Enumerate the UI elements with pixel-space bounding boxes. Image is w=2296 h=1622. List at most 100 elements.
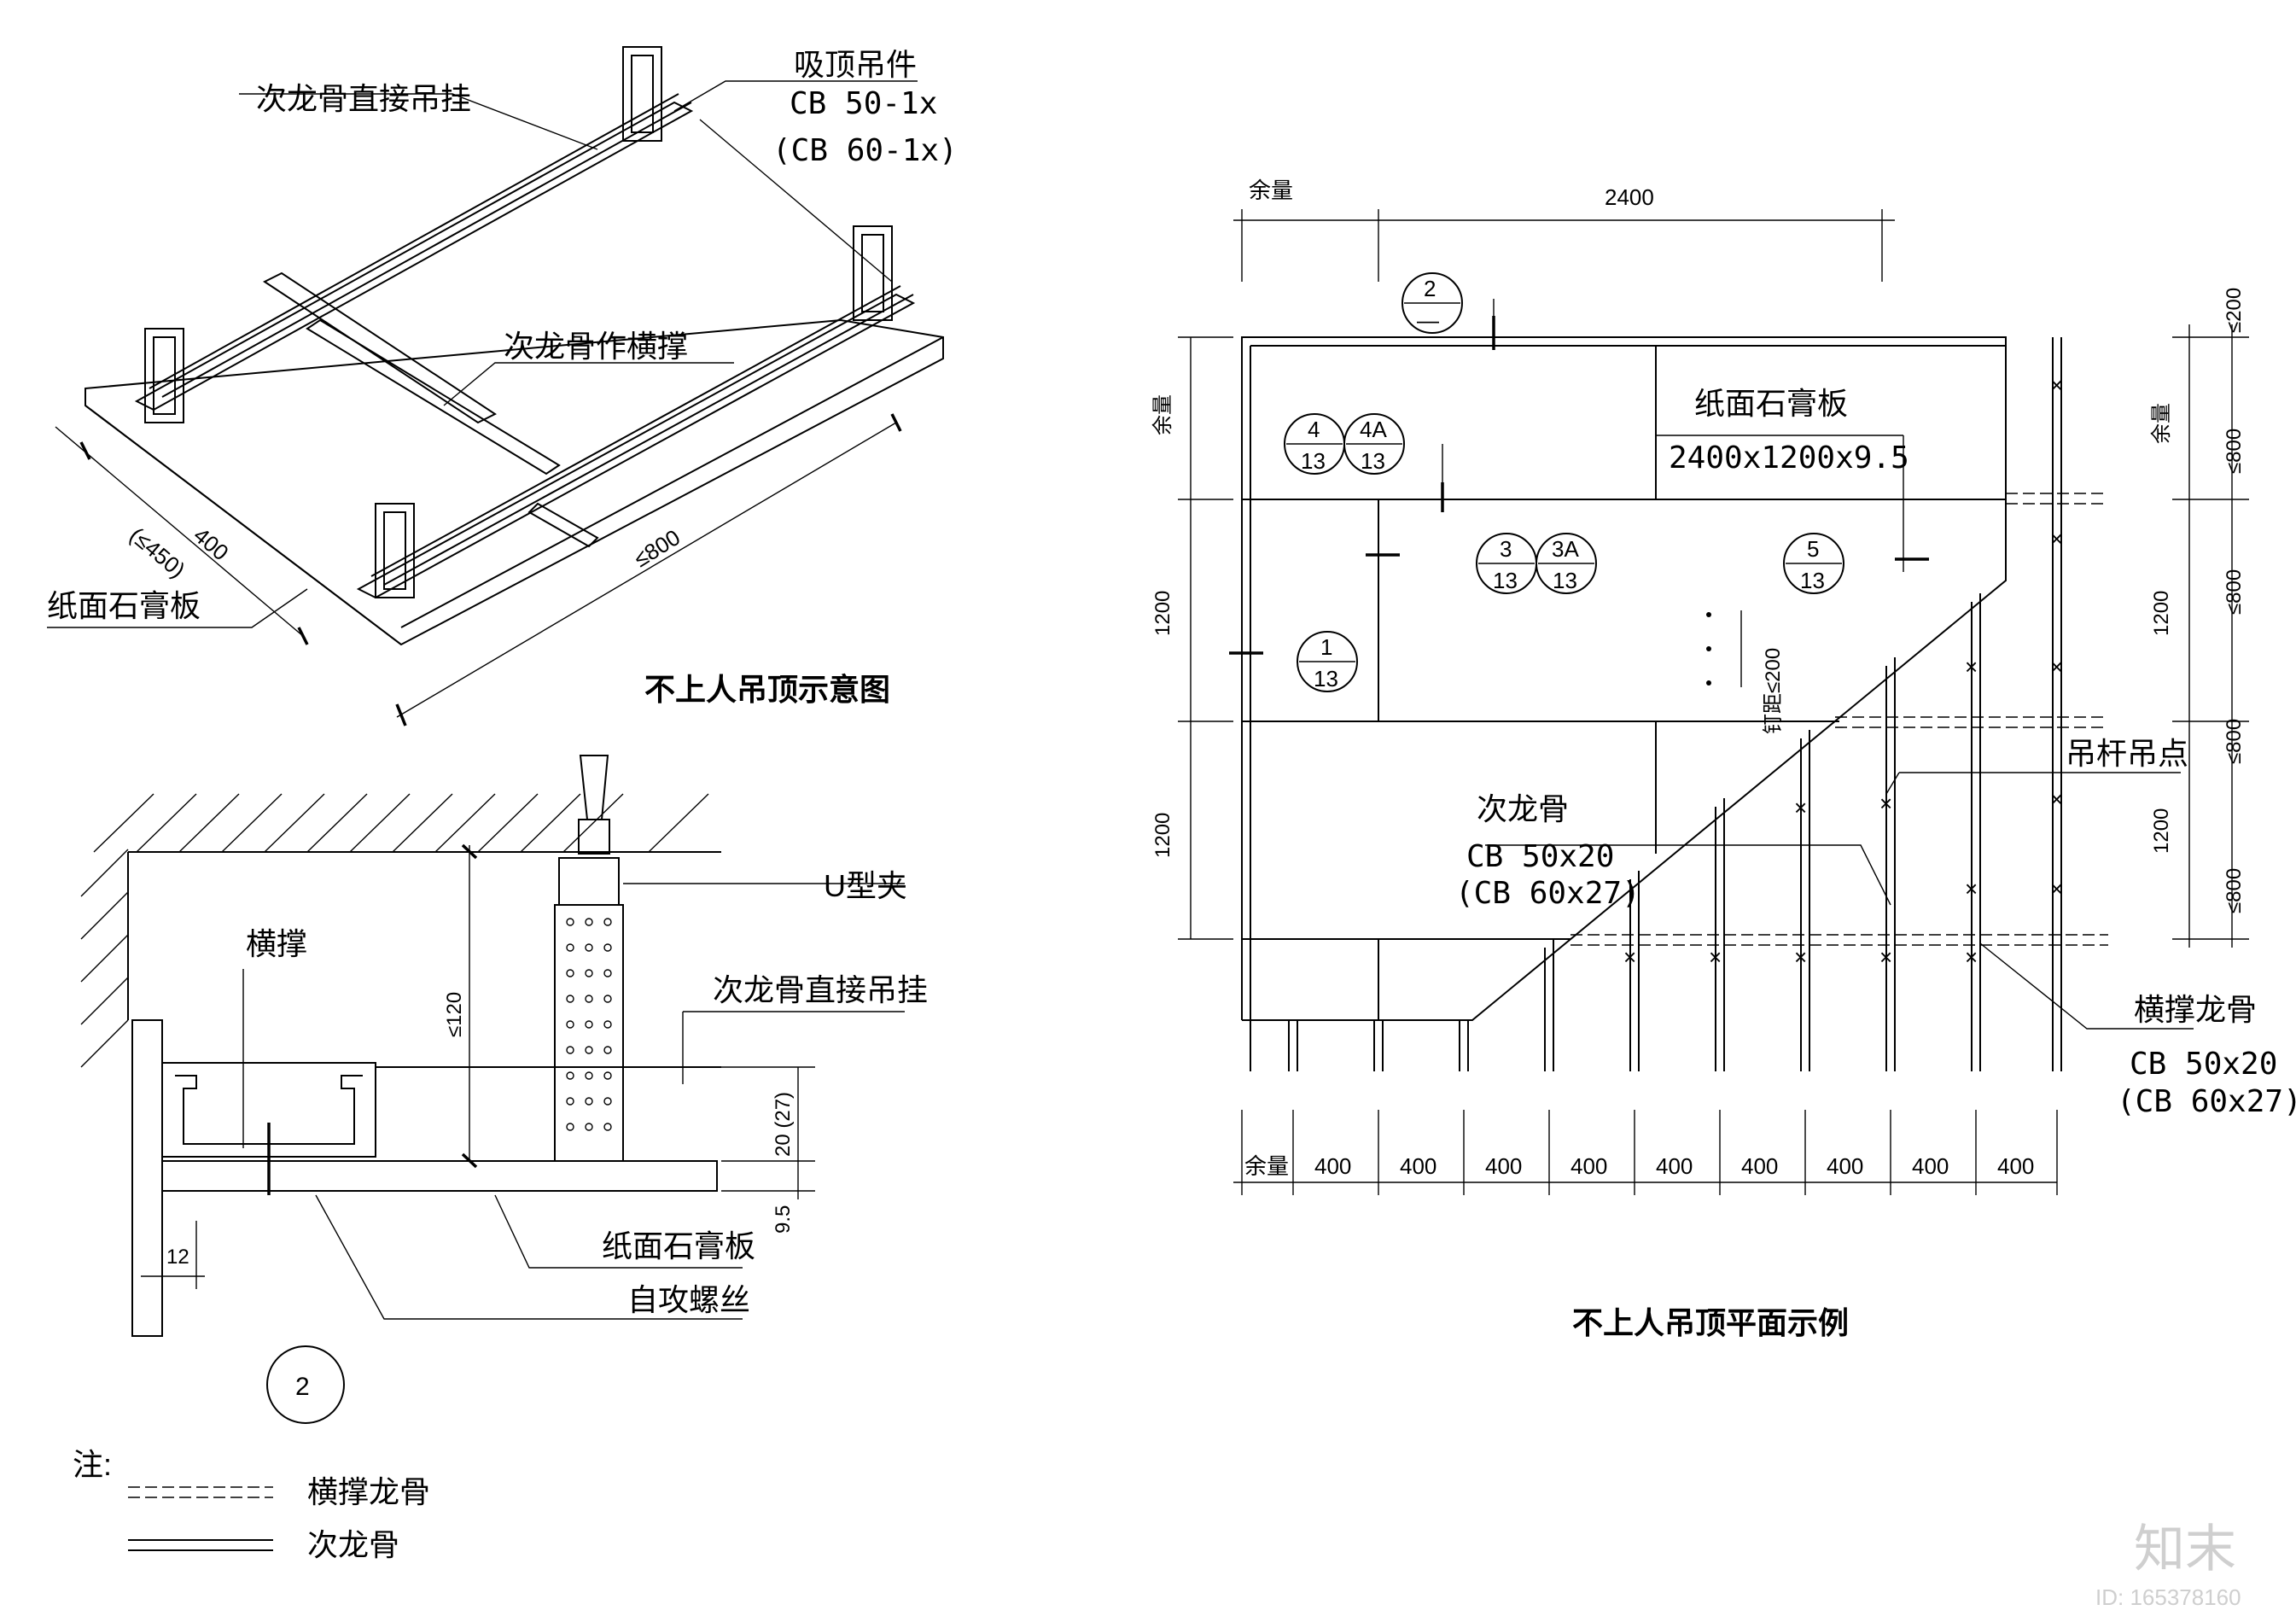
svg-text:×: ×	[1965, 876, 1978, 901]
iso-label-direct-hang: 次龙骨直接吊挂	[256, 81, 471, 116]
u-clip-holes	[566, 918, 612, 1131]
svg-text:13: 13	[1553, 568, 1577, 593]
svg-text:×: ×	[1709, 944, 1722, 970]
wall-column	[131, 1019, 163, 1337]
svg-text:3: 3	[1500, 536, 1512, 562]
plan-title: 不上人吊顶平面示例	[1572, 1305, 1849, 1340]
plan-bottom-dim: 400	[1656, 1153, 1693, 1179]
plan-right-800c: ≤800	[2223, 719, 2246, 764]
plan-nail-dots	[1706, 610, 1742, 687]
iso-runner-front	[356, 293, 916, 599]
svg-text:×: ×	[2050, 526, 2063, 551]
plan-bottom-dims: 400 400 400 400 400 400 400 400 400	[1314, 1153, 2034, 1179]
plan-bottom-dim: 400	[1997, 1153, 2034, 1179]
svg-text:1: 1	[1320, 634, 1332, 660]
svg-text:4: 4	[1308, 417, 1320, 442]
watermark-id: ID: 165378160	[2095, 1584, 2241, 1610]
svg-text:—: —	[1417, 307, 1439, 333]
plan-label-cross: 横撑龙骨	[2134, 992, 2257, 1027]
iso-title: 不上人吊顶示意图	[644, 672, 890, 707]
section-dim-12: 12	[166, 1246, 189, 1269]
svg-text:×: ×	[2050, 786, 2063, 812]
plan-right-800a: ≤800	[2223, 429, 2246, 474]
svg-text:3A: 3A	[1552, 536, 1579, 562]
svg-text:×: ×	[2050, 876, 2063, 901]
section-dim-95: 9.5	[772, 1205, 795, 1234]
isometric-view: 次龙骨直接吊挂 吸顶吊件 CB 50-1x (CB 60-1x) 次龙骨作横撑 …	[47, 46, 958, 726]
iso-clips	[144, 46, 893, 598]
plan-right-800d: ≤800	[2223, 868, 2246, 913]
plan-label-cross-spec1: CB 50x20	[2130, 1047, 2277, 1082]
watermark-brand: 知末	[2134, 1520, 2236, 1578]
svg-text:13: 13	[1800, 568, 1825, 593]
plan-bottom-dim: 400	[1570, 1153, 1607, 1179]
watermark: 知末 ID: 165378160	[2095, 1520, 2241, 1610]
legend-solid-label: 次龙骨	[307, 1527, 399, 1562]
anchor-bolt	[579, 755, 609, 820]
iso-label-cross: 次龙骨作横撑	[504, 329, 688, 364]
svg-text:13: 13	[1493, 568, 1518, 593]
plan-label-runner-spec2: (CB 60x27)	[1455, 876, 1640, 911]
plan-right-800b: ≤800	[2223, 569, 2246, 615]
svg-text:×: ×	[2050, 372, 2063, 398]
svg-text:13: 13	[1314, 666, 1338, 691]
svg-text:5: 5	[1807, 536, 1819, 562]
plan-bottom-margin: 余量	[1244, 1153, 1289, 1179]
section-label-screw: 自攻螺丝	[627, 1282, 750, 1317]
svg-text:×: ×	[2050, 654, 2063, 680]
plan-ref-texts: 2 — 4 13 4A 13 3 13 3A 13 5 13 1 13	[1301, 276, 1825, 691]
section-detail-circle	[266, 1345, 345, 1424]
iso-cross-brace-3	[527, 502, 599, 548]
iso-label-clip-name: 吸顶吊件	[794, 47, 917, 82]
svg-text:13: 13	[1361, 448, 1385, 474]
svg-text:×: ×	[1965, 654, 1978, 680]
svg-text:×: ×	[1879, 944, 1892, 970]
svg-text:×: ×	[1794, 944, 1807, 970]
plan-view: ×× ×× ×× ×× ×× ×× ××	[1151, 178, 2296, 1340]
plan-top-margin: 余量	[1249, 178, 1293, 203]
svg-text:×: ×	[1965, 944, 1978, 970]
anchor-nut	[578, 819, 610, 855]
section-gypsum-board	[161, 1160, 718, 1192]
plan-cross-runners	[1570, 493, 2108, 946]
plan-left-1200b: 1200	[1151, 813, 1174, 858]
legend: 注: 横撑龙骨 次龙骨	[73, 1447, 430, 1562]
plan-bottom-dim: 400	[1400, 1153, 1436, 1179]
iso-dim-450: (≤450)	[125, 522, 190, 583]
iso-dim-400: 400	[189, 522, 234, 566]
iso-runner-back	[134, 101, 694, 411]
svg-text:4A: 4A	[1360, 417, 1387, 442]
plan-bottom-dim: 400	[1912, 1153, 1949, 1179]
plan-bottom-dim: 400	[1314, 1153, 1351, 1179]
section-label-u-clip: U型夹	[824, 868, 907, 903]
plan-label-runner-spec1: CB 50x20	[1466, 839, 1614, 874]
section-dim-20: 20 (27)	[772, 1092, 795, 1157]
iso-cross-brace-2	[306, 318, 561, 476]
plan-hanger-points: ×× ×× ×× ×× ×× ×× ××	[1623, 372, 2063, 970]
section-label-brace: 横撑	[246, 926, 307, 961]
plan-right-1200b: 1200	[2150, 808, 2173, 854]
svg-text:×: ×	[1623, 944, 1636, 970]
plan-right-1200a: 1200	[2150, 591, 2173, 636]
plan-bottom-dim: 400	[1827, 1153, 1863, 1179]
plan-bottom-ticks	[1241, 1110, 2058, 1195]
iso-label-board: 纸面石膏板	[47, 588, 201, 623]
plan-ref-circles	[1284, 272, 1844, 692]
slab-hatch	[80, 793, 709, 1068]
iso-cross-brace-1	[263, 271, 497, 424]
plan-right-margin: 余量	[2150, 403, 2173, 444]
svg-text:×: ×	[1879, 791, 1892, 816]
section-dim-120: ≤120	[443, 992, 466, 1037]
plan-nail-spacing: 钉距≤200	[1762, 648, 1785, 734]
plan-label-board-size: 2400x1200x9.5	[1669, 441, 1909, 476]
plan-label-hanger: 吊杆吊点	[2066, 736, 2188, 771]
section-detail-number: 2	[295, 1373, 310, 1401]
section-label-board: 纸面石膏板	[602, 1228, 755, 1263]
plan-label-board: 纸面石膏板	[1694, 386, 1848, 421]
section-detail: U型夹 横撑 次龙骨直接吊挂 纸面石膏板 自攻螺丝 ≤120 20 (27) 9…	[80, 755, 928, 1424]
iso-label-clip-spec1: CB 50-1x	[790, 86, 937, 121]
plan-left-margin: 余量	[1151, 394, 1174, 435]
u-clip-plate	[554, 904, 624, 1162]
plan-right-200: ≤200	[2223, 288, 2246, 333]
